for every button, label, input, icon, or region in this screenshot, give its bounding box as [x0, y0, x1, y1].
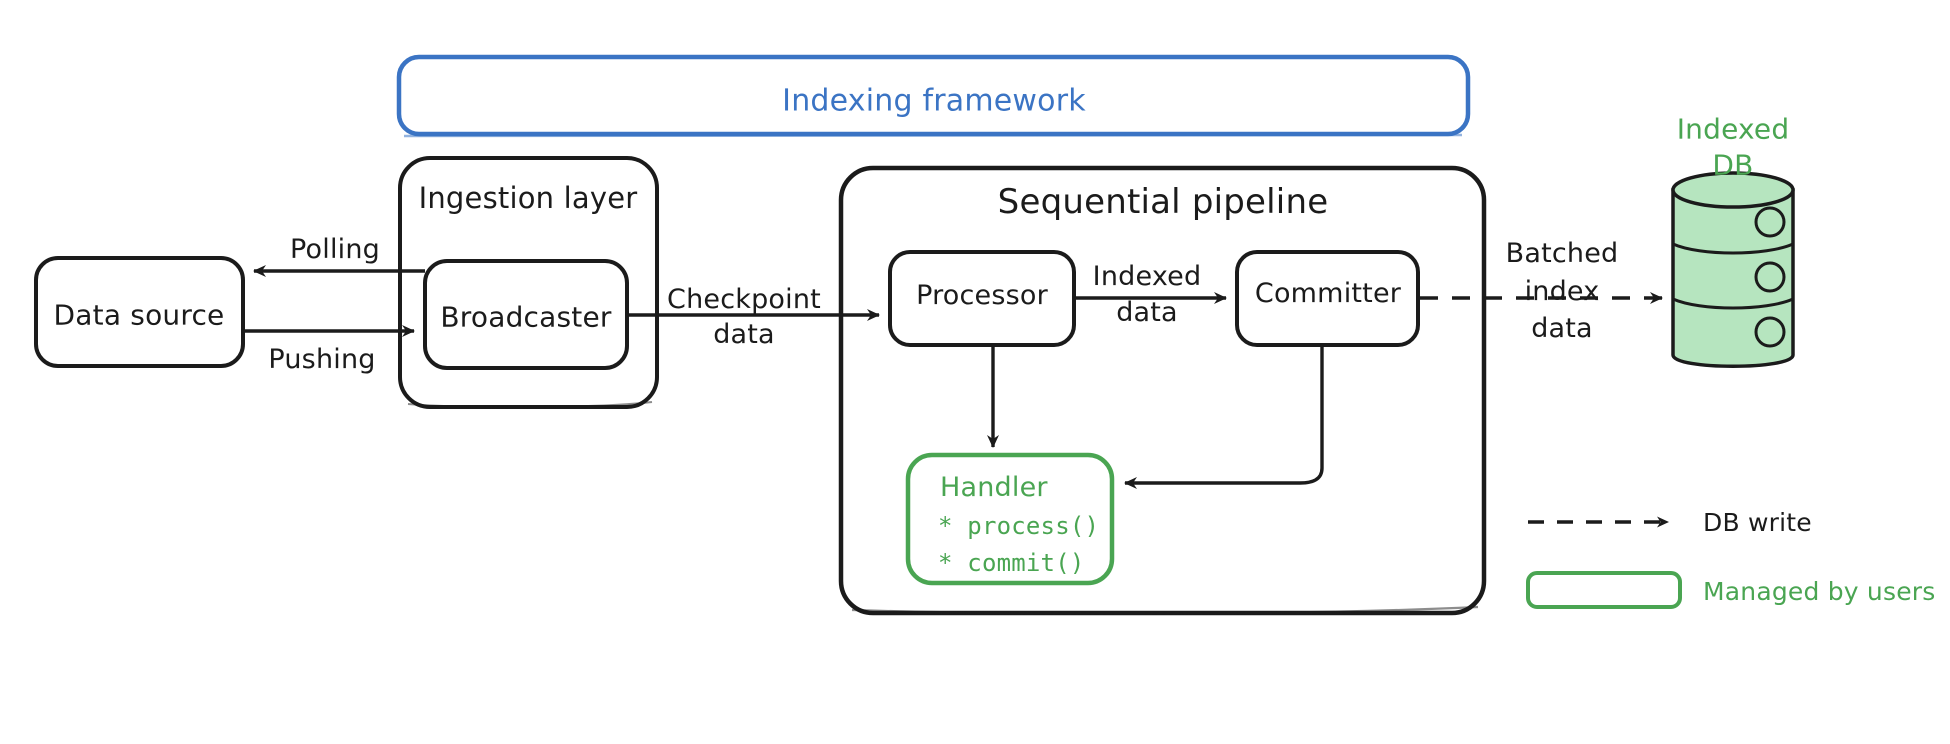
legend-label-managed-by-users: Managed by users [1703, 577, 1936, 606]
handler-method-process: * process() [938, 512, 1100, 540]
edge-label-batched-line2: index [1524, 276, 1600, 308]
framework-box-label: Indexing framework [782, 83, 1086, 119]
sequential-pipeline-label: Sequential pipeline [997, 181, 1329, 222]
processor-label: Processor [916, 280, 1048, 312]
legend-managed-by-users-swatch [1526, 571, 1682, 609]
handler-box [905, 452, 1115, 586]
edge-label-batched-line1: Batched [1505, 238, 1619, 270]
broadcaster-label: Broadcaster [440, 300, 612, 334]
indexed-db-label-line2: DB [1712, 148, 1754, 182]
handler-method-commit: * commit() [938, 549, 1085, 577]
edge-label-checkpoint-line1: Checkpoint [667, 284, 821, 316]
data-source-label: Data source [53, 298, 225, 332]
ingestion-layer-label: Ingestion layer [418, 180, 638, 215]
edge-label-polling: Polling [290, 234, 380, 266]
sequential-pipeline-group [838, 165, 1487, 616]
edge-label-pushing: Pushing [268, 344, 376, 376]
ingestion-layer-group [398, 156, 659, 409]
committer-label: Committer [1254, 278, 1402, 310]
indexed-db-label-line1: Indexed [1676, 112, 1790, 146]
legend-label-db-write: DB write [1703, 508, 1812, 537]
edge-label-indexed-line1: Indexed [1092, 261, 1202, 293]
handler-label: Handler [940, 472, 1048, 503]
edge-label-checkpoint-line2: data [713, 319, 775, 351]
edge-label-batched-line3: data [1531, 313, 1593, 345]
edge-label-indexed-line2: data [1116, 297, 1178, 329]
indexed-db-cylinder [1671, 171, 1795, 368]
edge-committer-handler [1124, 345, 1324, 489]
committer-box [1235, 250, 1420, 347]
data-source-box [34, 256, 245, 368]
